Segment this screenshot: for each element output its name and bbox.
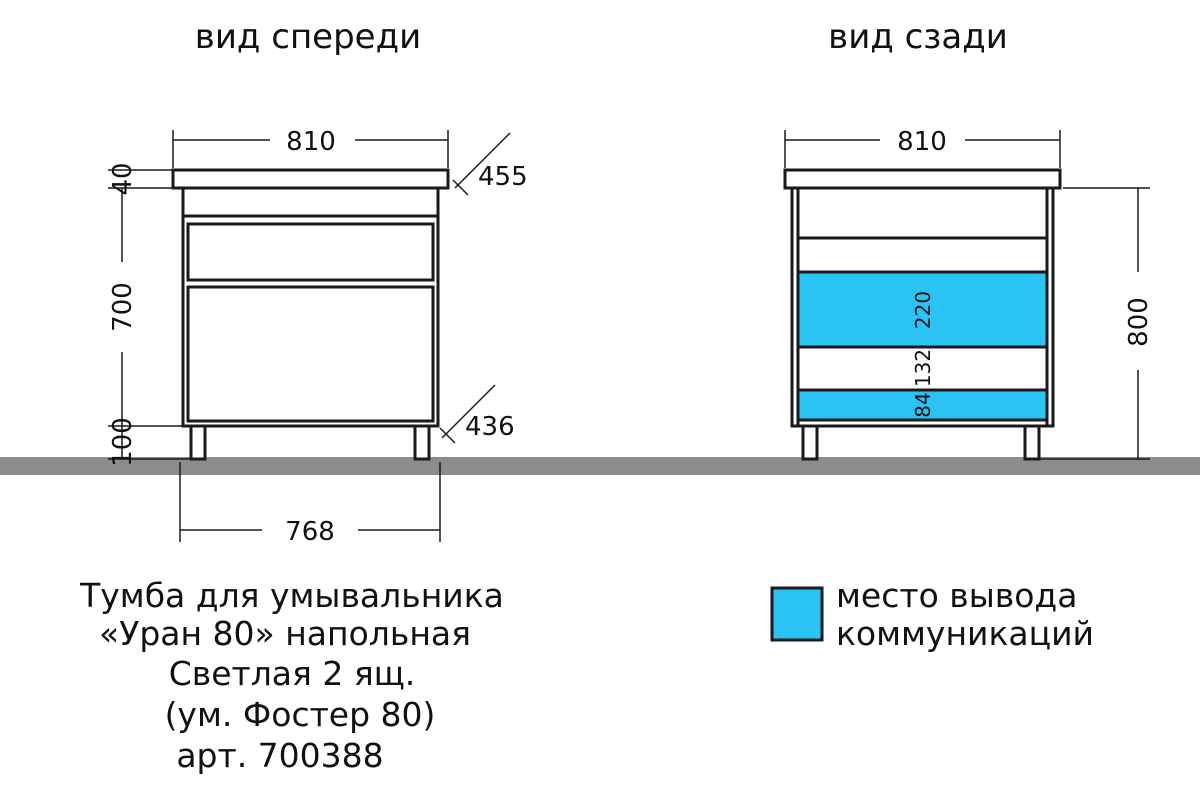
legend-label-line-1: место вывода [836,576,1077,615]
caption-line-1: Тумба для умывальника [79,576,504,615]
back-dim-total-height: 800 [1124,297,1154,347]
legend-label-line-2: коммуникаций [836,614,1094,653]
front-leg-left [189,424,207,461]
front-dim-top-width: 810 [286,127,336,157]
back-leg-right [1023,424,1041,461]
back-view-title: вид сзади [828,17,1008,57]
back-dim-zone-upper: 220 [911,291,935,329]
back-cabinet [783,168,1062,461]
back-dim-gap: 132 [911,349,935,387]
back-dimension-lines [784,130,1150,460]
legend: место вывода коммуникаций [770,576,1094,653]
caption-line-3: Светлая 2 ящ. [169,654,416,693]
caption-line-2: «Уран 80» напольная [99,614,471,653]
front-leg-right [413,424,431,461]
floor-line [0,457,1200,475]
caption-line-5: арт. 700388 [176,736,383,775]
front-dim-depth-top: 455 [478,162,528,192]
front-cabinet [171,168,450,461]
front-dim-depth-bottom: 436 [465,412,515,442]
back-zone-upper [796,270,1049,349]
front-drawer-top [186,222,435,282]
front-dim-legs: 100 [108,417,138,467]
back-dim-zone-lower: 84 [911,392,935,417]
front-countertop [171,168,450,190]
back-countertop [783,168,1062,190]
front-dim-countertop: 40 [108,162,138,195]
caption-line-4: (ум. Фостер 80) [165,695,436,734]
front-dim-bottom-width: 768 [285,517,335,547]
front-dimension-lines [108,130,511,542]
legend-swatch [770,586,824,642]
front-drawer-bottom [186,285,435,423]
back-leg-left [801,424,819,461]
product-caption: Тумба для умывальника «Уран 80» напольна… [79,576,504,775]
back-dim-top-width: 810 [897,127,947,157]
front-view-title: вид спереди [195,17,421,57]
front-dim-body: 700 [108,282,138,332]
back-zone-lower [796,388,1049,422]
